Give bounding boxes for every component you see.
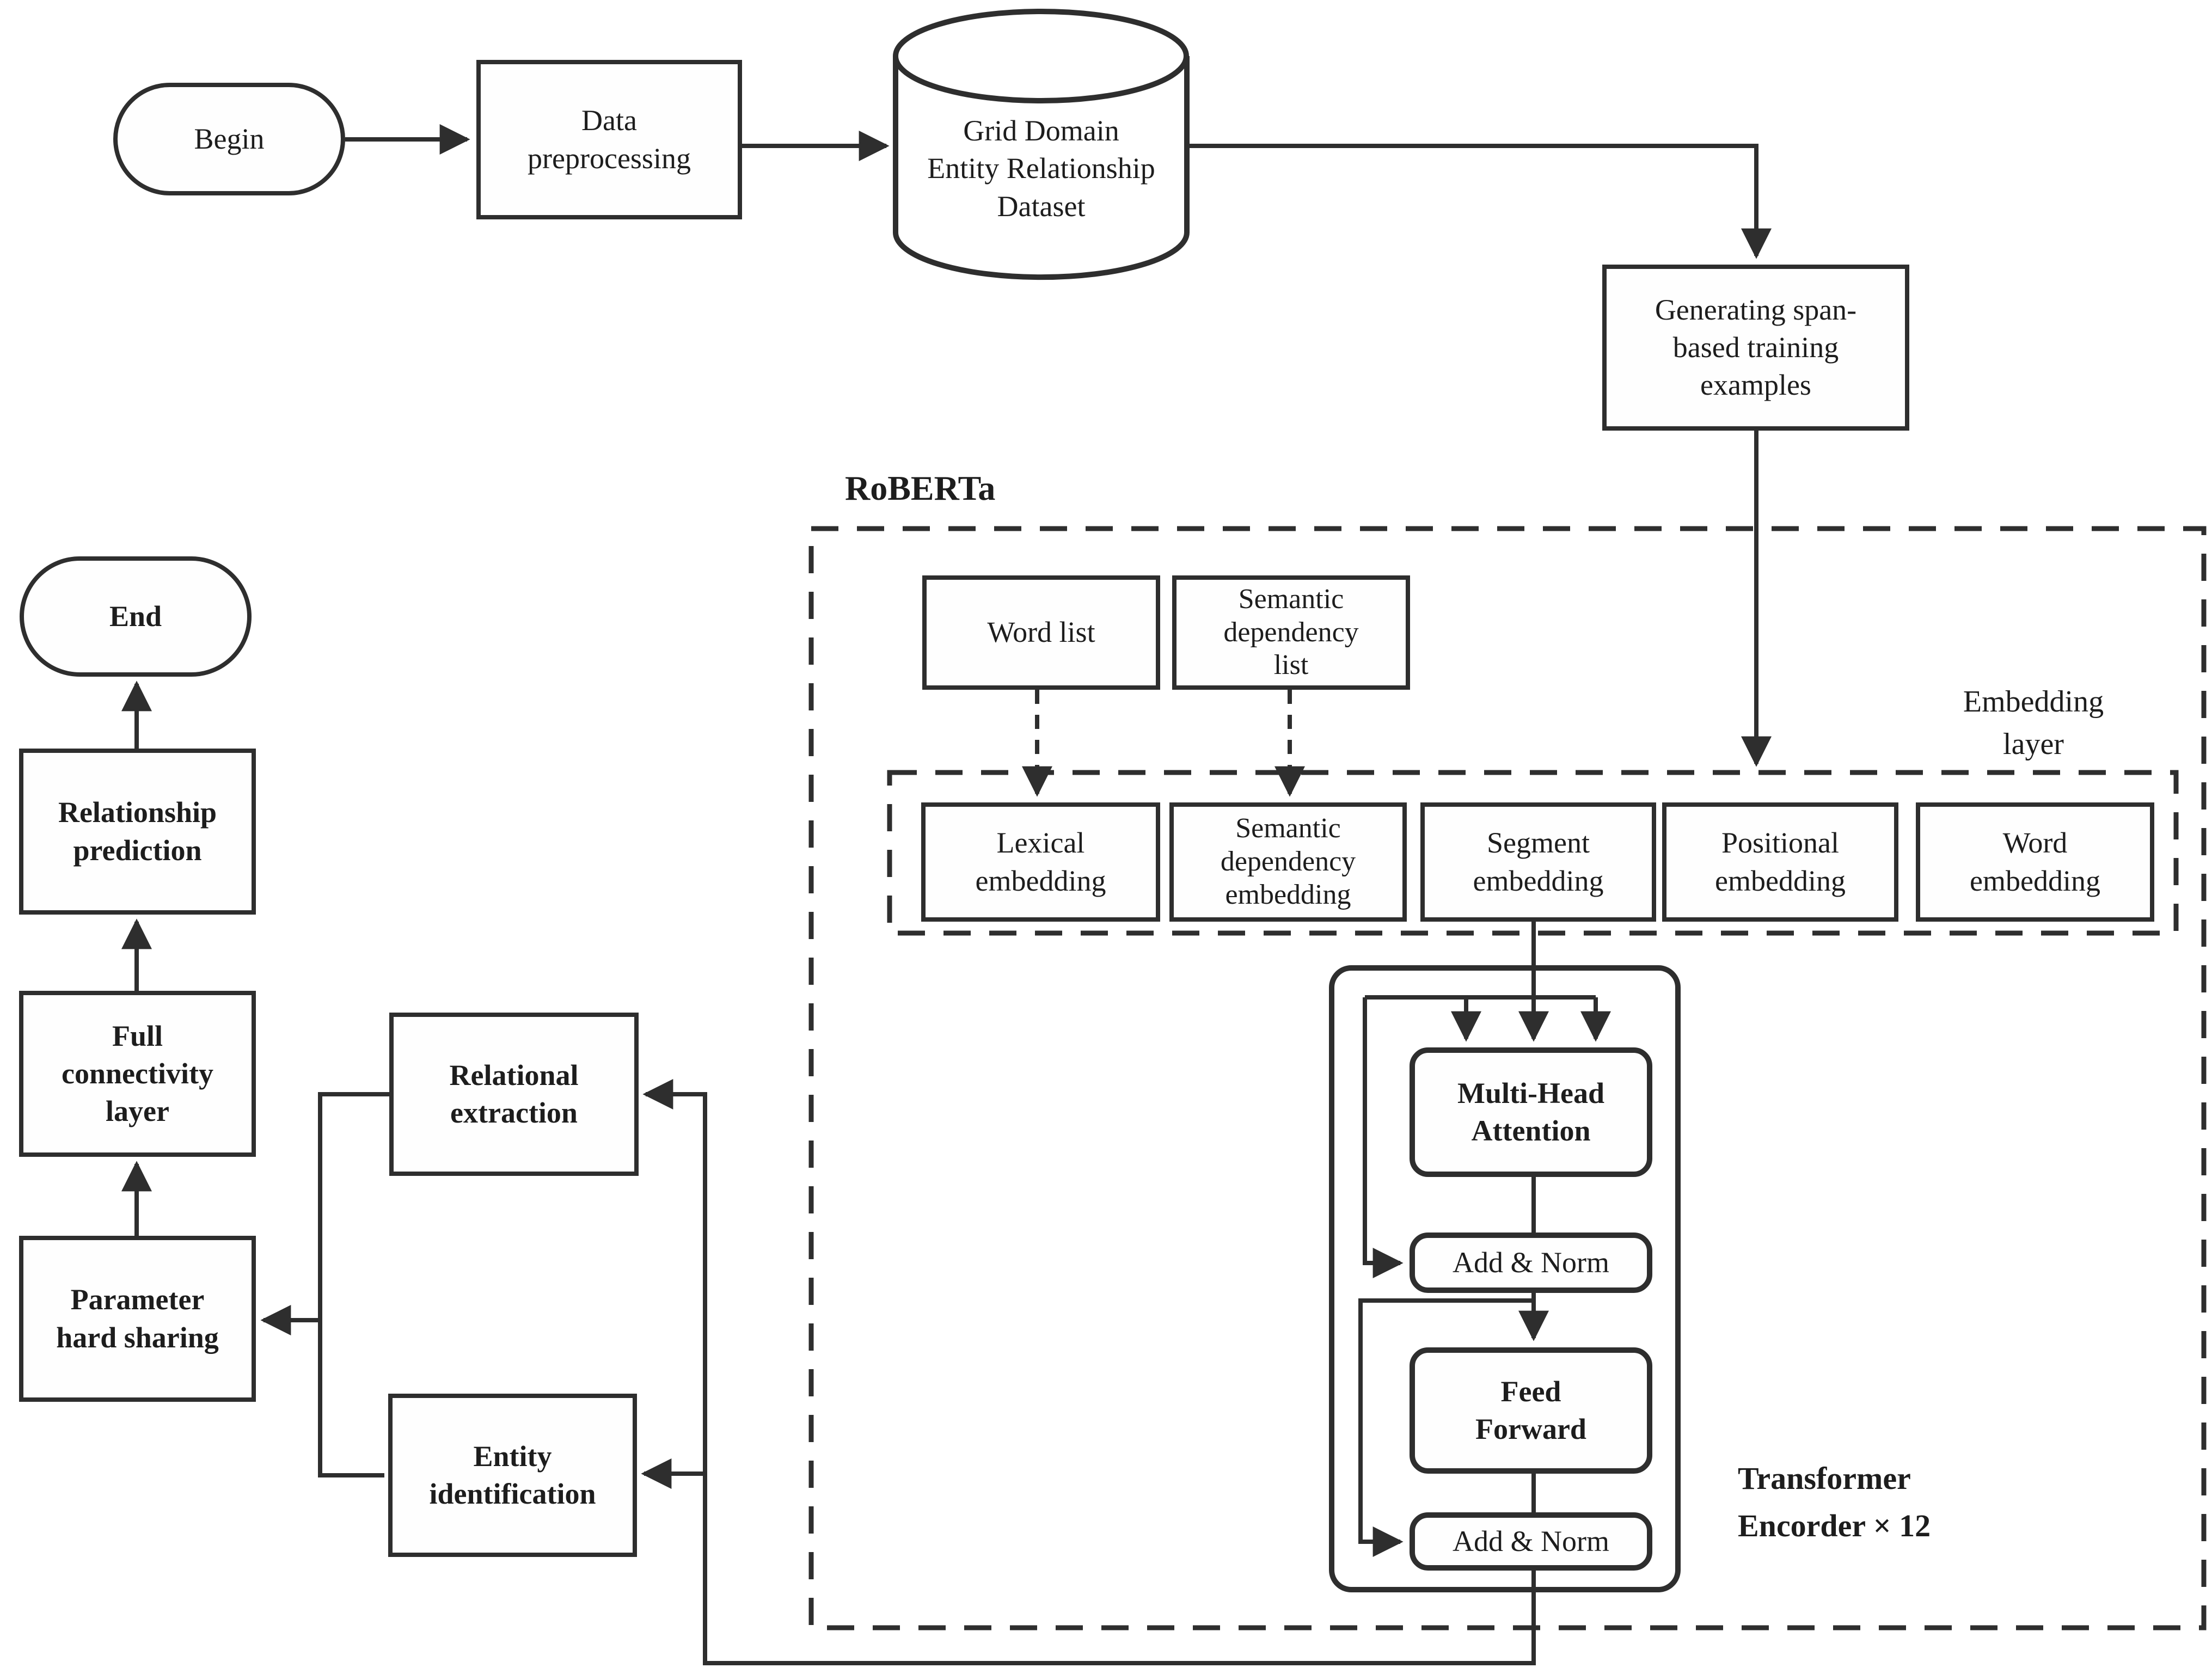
label-embedding-layer: Embedding layer xyxy=(1963,685,2104,762)
edge-dataset-to-generating xyxy=(1187,144,1772,259)
node-segment-embedding: Segment embedding xyxy=(1420,802,1656,922)
embedding-layer-dashed-container xyxy=(887,770,2179,936)
node-end: End xyxy=(20,556,252,677)
node-relationship-prediction: Relationship prediction xyxy=(19,749,256,915)
node-feed-forward: Feed Forward xyxy=(1410,1347,1652,1474)
node-word-embedding: Word embedding xyxy=(1916,802,2154,922)
node-word-list: Word list xyxy=(922,575,1160,690)
node-add-norm-2: Add & Norm xyxy=(1410,1512,1652,1571)
node-begin: Begin xyxy=(113,83,345,195)
edge-encoder-output-to-relational-extraction xyxy=(642,1079,1536,1665)
node-data-preprocessing: Data preprocessing xyxy=(476,60,742,219)
edge-task-bracket xyxy=(318,1092,389,1477)
transformer-encoder-outline xyxy=(1329,965,1681,1592)
node-parameter-hard-sharing: Parameter hard sharing xyxy=(19,1236,256,1402)
label-transformer-encoder: Transformer Encorder × 12 xyxy=(1738,1461,1931,1543)
node-lexical-embedding: Lexical embedding xyxy=(921,802,1160,922)
node-generating-span-examples: Generating span- based training examples xyxy=(1602,265,1909,431)
node-semantic-dependency-list: Semantic dependency list xyxy=(1172,575,1410,690)
edge-residual-to-add-norm-1 xyxy=(1363,997,1404,1278)
node-relational-extraction: Relational extraction xyxy=(389,1013,639,1176)
dataset-cylinder-body xyxy=(893,56,1190,280)
dataset-cylinder-top xyxy=(893,9,1189,103)
node-dataset-label: Grid Domain Entity Relationship Dataset xyxy=(927,114,1155,223)
label-roberta: RoBERTa xyxy=(845,469,996,507)
node-positional-embedding: Positional embedding xyxy=(1662,802,1898,922)
node-add-norm-1: Add & Norm xyxy=(1410,1233,1652,1293)
node-entity-identification: Entity identification xyxy=(388,1394,637,1557)
roberta-dashed-container xyxy=(808,526,2207,1630)
node-full-connectivity-layer: Full connectivity layer xyxy=(19,991,256,1157)
node-multi-head-attention: Multi-Head Attention xyxy=(1410,1047,1652,1177)
node-semantic-dependency-embedding: Semantic dependency embedding xyxy=(1169,802,1407,922)
edge-residual-to-add-norm-2 xyxy=(1358,1298,1534,1557)
